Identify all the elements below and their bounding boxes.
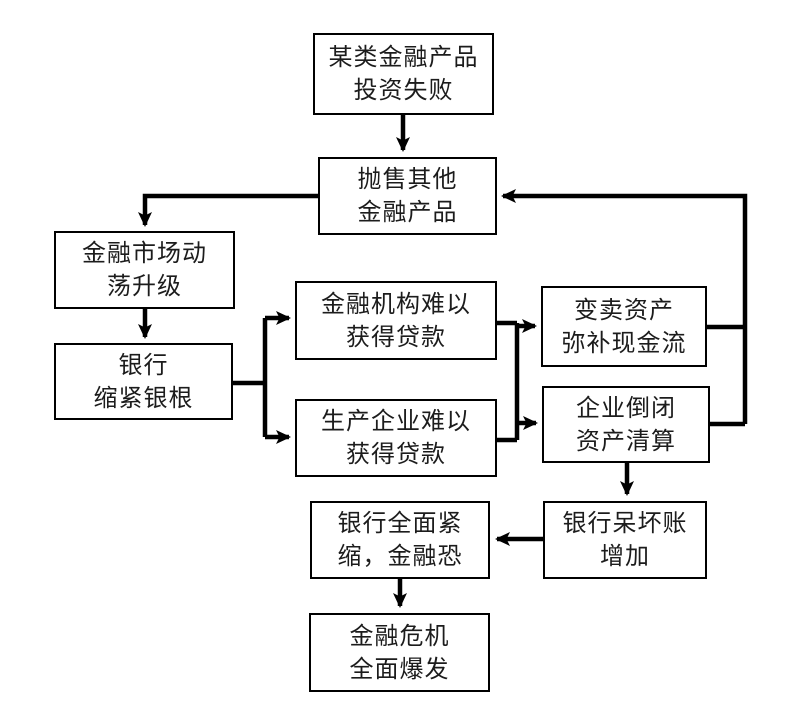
- node-label-line: 金融产品: [357, 198, 458, 226]
- node-bank-full-tightening-panic: 银行全面紧 缩，金融恐: [310, 501, 490, 579]
- node-label-line: 缩紧银根: [93, 383, 194, 412]
- node-institutions-loan-difficulty: 金融机构难以 获得贷款: [295, 281, 497, 360]
- node-label-line: 银行全面紧: [337, 509, 463, 537]
- connector-right-bus-feeds: [705, 324, 745, 427]
- node-label-line: 获得贷款: [346, 440, 446, 468]
- node-producers-loan-difficulty: 生产企业难以 获得贷款: [295, 399, 497, 477]
- node-label-line: 投资失败: [353, 76, 454, 104]
- node-label-line: 弥补现金流: [561, 328, 687, 357]
- node-crisis-full-outbreak: 金融危机 全面爆发: [309, 613, 490, 692]
- node-label-line: 全面爆发: [349, 654, 450, 683]
- node-label-line: 荡升级: [107, 272, 182, 300]
- node-investment-failure: 某类金融产品 投资失败: [313, 33, 494, 115]
- node-label-line: 资产清算: [576, 426, 676, 455]
- node-label-line: 某类金融产品: [328, 43, 479, 71]
- arrow-rightbus-to-selloff: [501, 189, 748, 424]
- node-label-line: 金融危机: [349, 621, 450, 650]
- connector-middle-bus: [495, 320, 520, 443]
- node-label-line: 金融机构难以: [321, 289, 471, 318]
- node-sell-assets-cashflow: 变卖资产 弥补现金流: [541, 286, 707, 367]
- node-market-turbulence-escalates: 金融市场动 荡升级: [54, 231, 235, 309]
- node-label-line: 抛售其他: [357, 165, 458, 193]
- node-label-line: 生产企业难以: [321, 407, 471, 435]
- connector-tighten-stem: [231, 318, 268, 437]
- node-bank-bad-debts-increase: 银行呆坏账 增加: [543, 501, 707, 579]
- node-label-line: 变卖资产: [574, 295, 674, 324]
- node-enterprise-bankruptcy: 企业倒闭 资产清算: [542, 386, 710, 463]
- arrow-selloff-to-turbulence: [138, 193, 320, 227]
- node-label-line: 银行呆坏账: [562, 509, 688, 537]
- node-label-line: 企业倒闭: [576, 393, 676, 422]
- node-label-line: 银行: [118, 350, 169, 379]
- node-label-line: 增加: [600, 542, 650, 570]
- node-label-line: 获得贷款: [346, 322, 446, 351]
- node-selloff-other-products: 抛售其他 金融产品: [318, 157, 497, 235]
- node-label-line: 缩，金融恐: [337, 542, 463, 570]
- node-label-line: 金融市场动: [82, 239, 207, 267]
- node-bank-tighten-credit: 银行 缩紧银根: [54, 343, 233, 420]
